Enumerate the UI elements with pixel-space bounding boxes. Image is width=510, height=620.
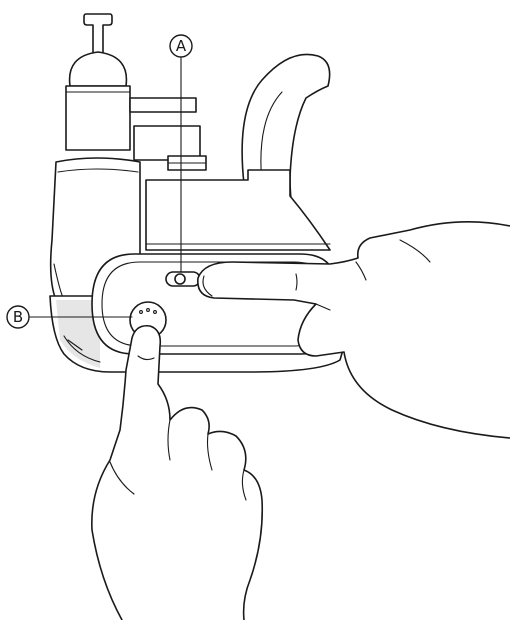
slider-switch[interactable] bbox=[166, 272, 200, 286]
callout-a-label: A bbox=[176, 37, 187, 55]
callout-b-label: B bbox=[13, 308, 23, 326]
